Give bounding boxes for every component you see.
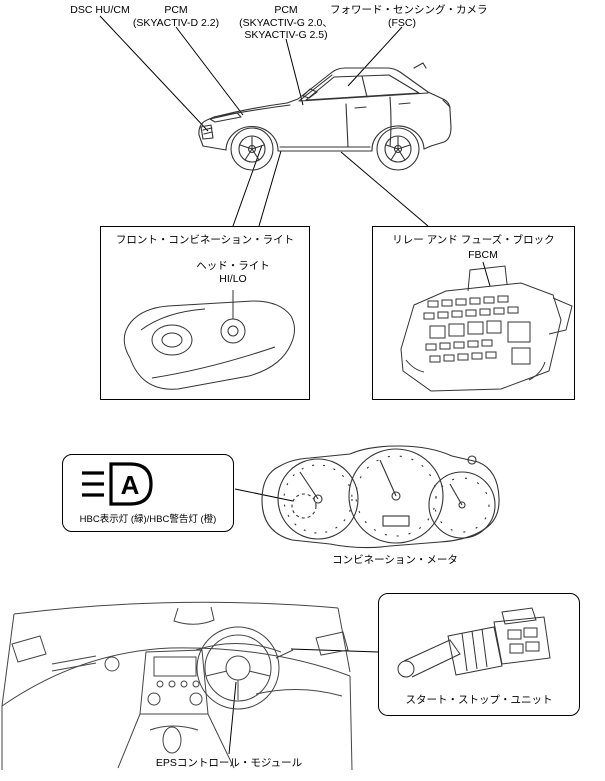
speedometer-gauge: [348, 448, 444, 544]
leader-front-light-a: [232, 144, 263, 227]
headlight-hilo-label: ヘッド・ライト HI/LO: [176, 260, 290, 285]
leader-lines: [99, 15, 491, 755]
start-stop-unit-illustration: [397, 607, 551, 678]
relay-fuse-block-box: リレー アンド フューズ・ブロック: [372, 226, 575, 400]
left-side-mirror: [11, 635, 47, 663]
dashboard-illustration: [1, 601, 353, 771]
label-fsc-title: フォワード・センシング・カメラ: [330, 4, 488, 16]
right-side-mirror: [315, 631, 349, 656]
leader-hbc-indicator: [234, 488, 294, 502]
hbc-high-beam-icon: A: [82, 462, 153, 506]
tachometer-gauge: [277, 458, 359, 540]
side-mirror: [302, 88, 318, 99]
trip-knob: [467, 455, 477, 465]
label-pcm-d-title: PCM: [164, 4, 188, 16]
rearview-mirror: [173, 606, 215, 625]
gear-shifter: [162, 726, 182, 754]
fuse-block-illustration: [400, 265, 573, 392]
hbc-indicator-label: HBC表示灯 (緑)/HBC警告灯 (橙): [79, 514, 217, 525]
combination-meter-caption: コンビネーション・メータ: [332, 554, 458, 566]
car-grille: [200, 124, 214, 140]
headlight-illustration: [123, 290, 295, 390]
steering-wheel: [196, 626, 280, 710]
label-fsc-sub: (FSC): [388, 16, 416, 29]
hbc-indicator-location: [291, 493, 317, 519]
leader-fsc: [347, 26, 403, 87]
hbc-indicator-box: HBC表示灯 (緑)/HBC警告灯 (橙): [62, 454, 234, 532]
relay-fuse-block-title: リレー アンド フューズ・ブロック: [392, 234, 555, 246]
shark-fin-antenna: [413, 62, 427, 69]
fuel-gauge: [428, 471, 496, 539]
start-stop-unit-title: スタート・ストップ・ユニット: [405, 694, 553, 706]
leader-fuse-block: [340, 151, 429, 227]
start-stop-unit-box: スタート・ストップ・ユニット: [378, 593, 580, 716]
leader-dsc: [99, 15, 209, 132]
fbcm-label: FBCM: [468, 249, 498, 261]
leader-pcm-d: [175, 26, 244, 116]
label-pcm-d-sub: (SKYACTIV-D 2.2): [132, 16, 220, 29]
leader-pcm-g: [285, 38, 304, 106]
leader-front-light-b: [258, 150, 282, 227]
leader-start-stop: [290, 648, 379, 653]
combination-meter-illustration: [261, 445, 500, 549]
infotainment-screen: [153, 656, 197, 677]
hbc-auto-letter: A: [121, 470, 140, 500]
leader-fbcm: [482, 261, 491, 287]
label-pcm-skyactiv-g: PCM (SKYACTIV-G 2.0、 SKYACTIV-G 2.5): [228, 4, 344, 42]
front-combination-light-title: フロント・コンビネーション・ライト: [115, 234, 295, 246]
label-forward-sensing-camera: フォワード・センシング・カメラ (FSC): [330, 4, 488, 29]
headlight-label-line1: ヘッド・ライト: [196, 260, 270, 272]
leader-eps: [228, 681, 237, 755]
label-pcm-skyactiv-d: PCM (SKYACTIV-D 2.2): [128, 4, 224, 29]
label-pcm-g-title: PCM: [274, 4, 298, 16]
label-pcm-g-sub2: SKYACTIV-G 2.5): [244, 29, 328, 42]
fbcm-connector: [467, 265, 508, 292]
column-stalk: [275, 649, 294, 659]
label-pcm-g-sub1: (SKYACTIV-G 2.0、: [239, 16, 333, 29]
car-illustration: [198, 62, 452, 171]
front-combination-light-box: フロント・コンビネーション・ライト: [100, 226, 310, 400]
headlight-label-line2: HI/LO: [219, 272, 247, 285]
eps-control-module-caption: EPSコントロール・モジュール: [155, 757, 303, 769]
car-headlight: [209, 112, 242, 123]
label-dsc-hu-cm: DSC HU/CM: [70, 4, 130, 16]
